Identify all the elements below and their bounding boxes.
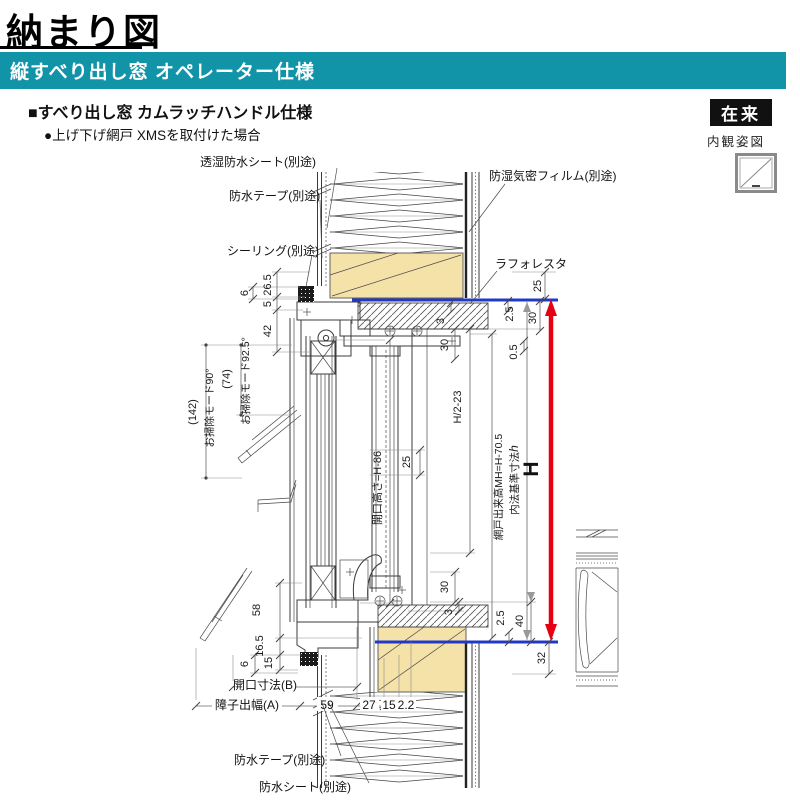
- callout-breathable-sheet: 透湿防水シート(別途): [200, 154, 316, 169]
- extension-lines: [195, 271, 556, 700]
- dimension-labels: 6 26.5 5 42 (142) お掃除モード90° (74) お掃除モード9…: [187, 274, 548, 669]
- spec-subheading: ●上げ下げ網戸 XMSを取付けた場合: [44, 128, 261, 143]
- callout-vapor-film: 防湿気密フィルム(別途): [489, 168, 617, 183]
- sash-and-glazing: [289, 318, 337, 622]
- dim-15-bot: 15: [382, 698, 396, 712]
- insulation-top: [330, 172, 463, 253]
- dim-H: H: [520, 461, 543, 476]
- wall-top-section: [312, 172, 480, 299]
- dim-59: 59: [320, 698, 334, 712]
- dim-6-bot: 6: [239, 661, 251, 667]
- dim-0-5: 0.5: [508, 344, 520, 359]
- callout-leaders: [305, 167, 506, 784]
- height-dimension-red: [545, 299, 557, 641]
- waterproof-tape-backer: [300, 652, 318, 666]
- dim-142: (142): [187, 399, 199, 425]
- window-head-frame: [296, 286, 488, 357]
- title-underline: [0, 46, 142, 49]
- operator-handle: [352, 554, 382, 601]
- dim-58: 58: [251, 604, 263, 616]
- dim-25-top: 25: [532, 280, 544, 292]
- label-cleaning-mode-90: お掃除モード90°: [203, 369, 216, 448]
- dim-30-bot-left: 30: [439, 581, 451, 593]
- dim-sash-A: 障子出幅(A): [215, 697, 279, 712]
- stool-casing-hatch: [377, 604, 489, 628]
- window-sill-frame: [296, 554, 406, 666]
- badge-caption: 内観姿図: [707, 135, 766, 149]
- dim-40: 40: [514, 615, 526, 627]
- dim-30-top-left: 30: [439, 339, 451, 351]
- dim-6-top: 6: [239, 290, 251, 296]
- section-banner-label: 縦すべり出し窓 オペレーター仕様: [10, 62, 315, 83]
- casement-window-icon: [735, 153, 777, 198]
- dim-3-bot: 3: [443, 609, 455, 615]
- sliding-screen: [369, 325, 428, 607]
- section-banner: 縦すべり出し窓 オペレーター仕様: [0, 52, 786, 89]
- dim-opening-B: 開口寸法(B): [233, 678, 297, 692]
- dim-5: 5: [262, 301, 274, 307]
- phantom-open-sash: [199, 405, 302, 642]
- dim-74: (74): [221, 369, 233, 389]
- dim-32: 32: [536, 652, 548, 664]
- dim-42: 42: [262, 325, 274, 337]
- bottom-dimension-labels: 開口寸法(B) 障子出幅(A) 59 27 15 2.2: [212, 677, 416, 712]
- sealing-backer: [298, 286, 314, 302]
- spec-heading: ■すべり出し窓 カムラッチハンドル仕様: [28, 105, 313, 122]
- wall-bottom-section: [312, 626, 480, 788]
- dim-3-top: 3: [435, 318, 447, 324]
- wall-detail-strip: [575, 529, 619, 687]
- dim-26-5: 26.5: [262, 274, 274, 295]
- head-casing-hatch: [357, 302, 489, 330]
- dim-half-height: H/2-23: [452, 390, 464, 423]
- dim-screen-height: 網戸出来高MH=H-70.5: [492, 434, 505, 541]
- dim-30-top-right: 30: [527, 312, 539, 324]
- dim-2-2: 2.2: [398, 698, 415, 712]
- dim-2-5-top: 2.5: [504, 306, 516, 321]
- dim-2-5-bot: 2.5: [495, 610, 507, 625]
- callout-labels: 透湿防水シート(別途) 防水テープ(別途) シーリング(別途) 防湿気密フィルム…: [200, 154, 617, 794]
- callout-waterproof-tape-bottom: 防水テープ(別途): [234, 752, 325, 767]
- callout-sealing: シーリング(別途): [227, 243, 319, 258]
- label-cleaning-mode-92-5: お掃除モード92.5°: [239, 337, 252, 425]
- dim-inner-standard: 内法基準寸法h: [507, 445, 521, 515]
- callout-waterproof-tape-top: 防水テープ(別途): [229, 188, 320, 203]
- dim-25-mid: 25: [401, 456, 413, 468]
- zairai-badge: 在来: [710, 99, 772, 126]
- dim-15-left: 15: [263, 657, 275, 669]
- dim-opening-height: 開口高さ=H-86: [370, 451, 384, 525]
- callout-laforesta: ラフォレスタ: [495, 257, 567, 271]
- dim-16-5: 16.5: [254, 635, 266, 656]
- dim-27: 27: [362, 698, 376, 712]
- callout-waterproof-sheet: 防水シート(別途): [259, 779, 351, 794]
